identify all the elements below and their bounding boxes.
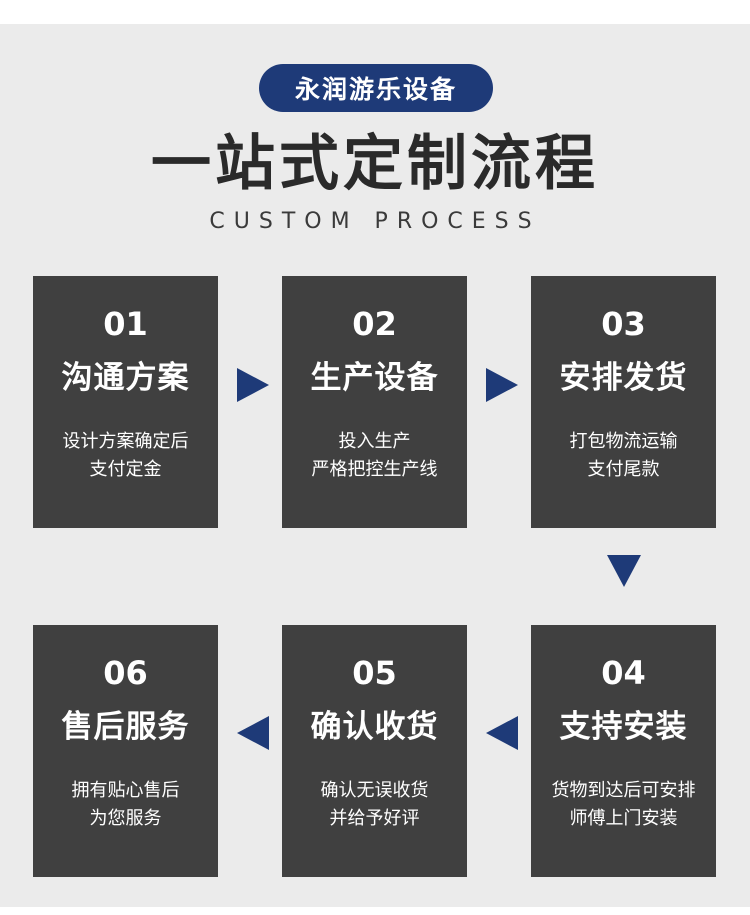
step-card-03: 03 安排发货 打包物流运输 支付尾款 bbox=[531, 276, 716, 528]
top-strip bbox=[0, 0, 750, 24]
step-description-line: 严格把控生产线 bbox=[311, 459, 438, 480]
step-number: 01 bbox=[103, 305, 148, 343]
step-description: 打包物流运输 支付尾款 bbox=[531, 428, 716, 484]
step-description-line: 拥有贴心售后 bbox=[71, 780, 180, 801]
step-description-line: 支付尾款 bbox=[587, 459, 660, 480]
step-description-line: 投入生产 bbox=[338, 431, 411, 452]
arrow-left-icon bbox=[237, 716, 269, 750]
step-description-line: 设计方案确定后 bbox=[62, 431, 189, 452]
step-description: 投入生产 严格把控生产线 bbox=[282, 428, 467, 484]
step-description-line: 支付定金 bbox=[89, 459, 162, 480]
page-title: 一站式定制流程 bbox=[151, 129, 599, 199]
arrow-down-icon bbox=[607, 555, 641, 587]
step-number: 05 bbox=[352, 654, 397, 692]
arrow-left-icon bbox=[486, 716, 518, 750]
brand-badge: 永润游乐设备 bbox=[259, 64, 493, 112]
step-description-line: 货物到达后可安排 bbox=[551, 780, 696, 801]
step-title: 支持安装 bbox=[559, 709, 688, 745]
bottom-strip bbox=[0, 907, 750, 915]
step-card-01: 01 沟通方案 设计方案确定后 支付定金 bbox=[33, 276, 218, 528]
step-number: 04 bbox=[601, 654, 646, 692]
step-description: 货物到达后可安排 师傅上门安装 bbox=[531, 777, 716, 833]
step-description-line: 确认无误收货 bbox=[320, 780, 429, 801]
step-card-06: 06 售后服务 拥有贴心售后 为您服务 bbox=[33, 625, 218, 877]
step-description: 设计方案确定后 支付定金 bbox=[33, 428, 218, 484]
arrow-right-icon bbox=[237, 368, 269, 402]
step-description-line: 为您服务 bbox=[89, 808, 162, 829]
step-description: 确认无误收货 并给予好评 bbox=[282, 777, 467, 833]
step-card-04: 04 支持安装 货物到达后可安排 师傅上门安装 bbox=[531, 625, 716, 877]
step-number: 06 bbox=[103, 654, 148, 692]
step-number: 03 bbox=[601, 305, 646, 343]
step-description-line: 师傅上门安装 bbox=[569, 808, 678, 829]
step-description-line: 打包物流运输 bbox=[569, 431, 678, 452]
step-card-02: 02 生产设备 投入生产 严格把控生产线 bbox=[282, 276, 467, 528]
step-description: 拥有贴心售后 为您服务 bbox=[33, 777, 218, 833]
step-title: 安排发货 bbox=[559, 360, 688, 396]
page-subtitle: CUSTOM PROCESS bbox=[209, 209, 541, 234]
step-card-05: 05 确认收货 确认无误收货 并给予好评 bbox=[282, 625, 467, 877]
step-title: 售后服务 bbox=[61, 709, 190, 745]
step-title: 生产设备 bbox=[310, 360, 439, 396]
step-description-line: 并给予好评 bbox=[329, 808, 420, 829]
step-title: 沟通方案 bbox=[61, 360, 190, 396]
step-title: 确认收货 bbox=[310, 709, 439, 745]
arrow-right-icon bbox=[486, 368, 518, 402]
step-number: 02 bbox=[352, 305, 397, 343]
